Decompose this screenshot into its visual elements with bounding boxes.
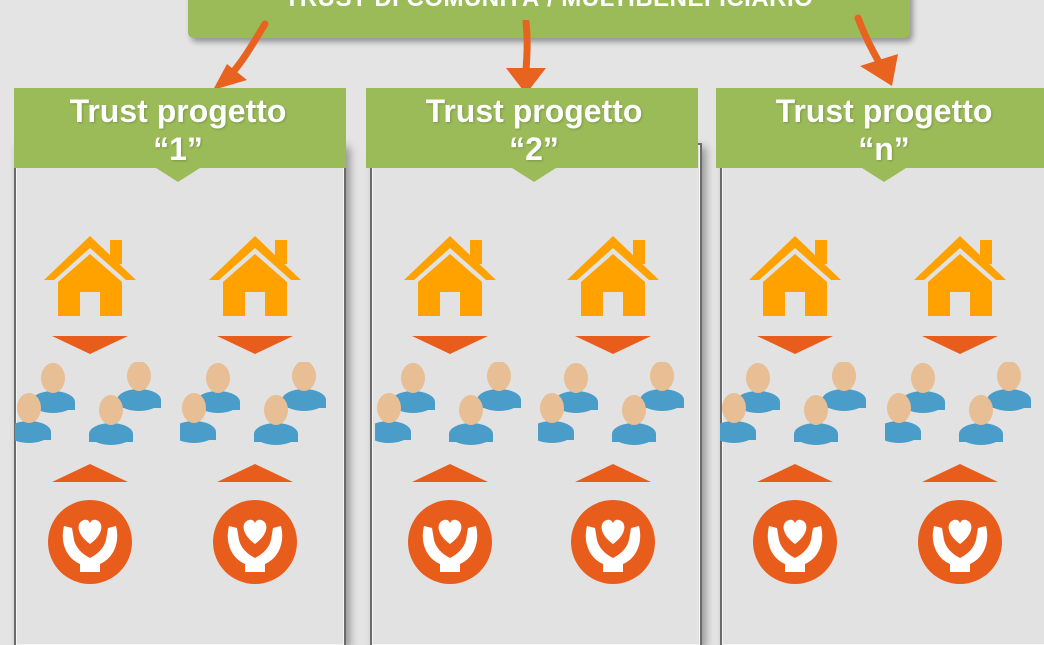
people-group-icon: [375, 362, 521, 445]
triangle-down-icon: [52, 336, 128, 354]
triangle-up-icon: [217, 464, 293, 482]
community-trust-title: TRUST DI COMUNITÀ / MULTIBENEFICIARIO: [285, 0, 814, 12]
arrow-to-trust-n: [854, 14, 898, 86]
house-icon: [404, 236, 496, 316]
house-icon: [914, 236, 1006, 316]
trust-number: “n”: [858, 131, 910, 167]
trust-title: Trust progetto: [69, 93, 287, 129]
caring-hands-heart-icon: [918, 500, 1002, 584]
triangle-up-icon: [412, 464, 488, 482]
arrow-to-trust-1: [213, 20, 269, 90]
arrow-to-trust-2: [506, 20, 546, 94]
triangle-up-icon: [52, 464, 128, 482]
triangle-down-icon: [922, 336, 998, 354]
house-icon: [209, 236, 301, 316]
caring-hands-heart-icon: [213, 500, 297, 584]
house-icon: [749, 236, 841, 316]
trust-header: Trust progetto “2”: [366, 88, 702, 183]
triangle-up-icon: [922, 464, 998, 482]
caring-hands-heart-icon: [753, 500, 837, 584]
trust-header: Trust progetto “1”: [10, 88, 346, 183]
house-icon: [567, 236, 659, 316]
people-group-icon: [180, 362, 326, 445]
triangle-down-icon: [412, 336, 488, 354]
trust-title: Trust progetto: [775, 93, 993, 129]
triangle-up-icon: [575, 464, 651, 482]
caring-hands-heart-icon: [48, 500, 132, 584]
community-trust-box: TRUST DI COMUNITÀ / MULTIBENEFICIARIO: [188, 0, 910, 38]
people-group-icon: [538, 362, 684, 445]
triangle-down-icon: [575, 336, 651, 354]
people-group-icon: [885, 362, 1031, 445]
trust-number: “2”: [509, 131, 559, 167]
caring-hands-heart-icon: [408, 500, 492, 584]
triangle-down-icon: [757, 336, 833, 354]
trust-header: Trust progetto “n”: [716, 88, 1044, 183]
triangle-down-icon: [217, 336, 293, 354]
people-group-icon: [720, 362, 866, 445]
caring-hands-heart-icon: [571, 500, 655, 584]
trust-title: Trust progetto: [425, 93, 643, 129]
people-group-icon: [15, 362, 161, 445]
triangle-up-icon: [757, 464, 833, 482]
house-icon: [44, 236, 136, 316]
trust-number: “1”: [153, 131, 203, 167]
